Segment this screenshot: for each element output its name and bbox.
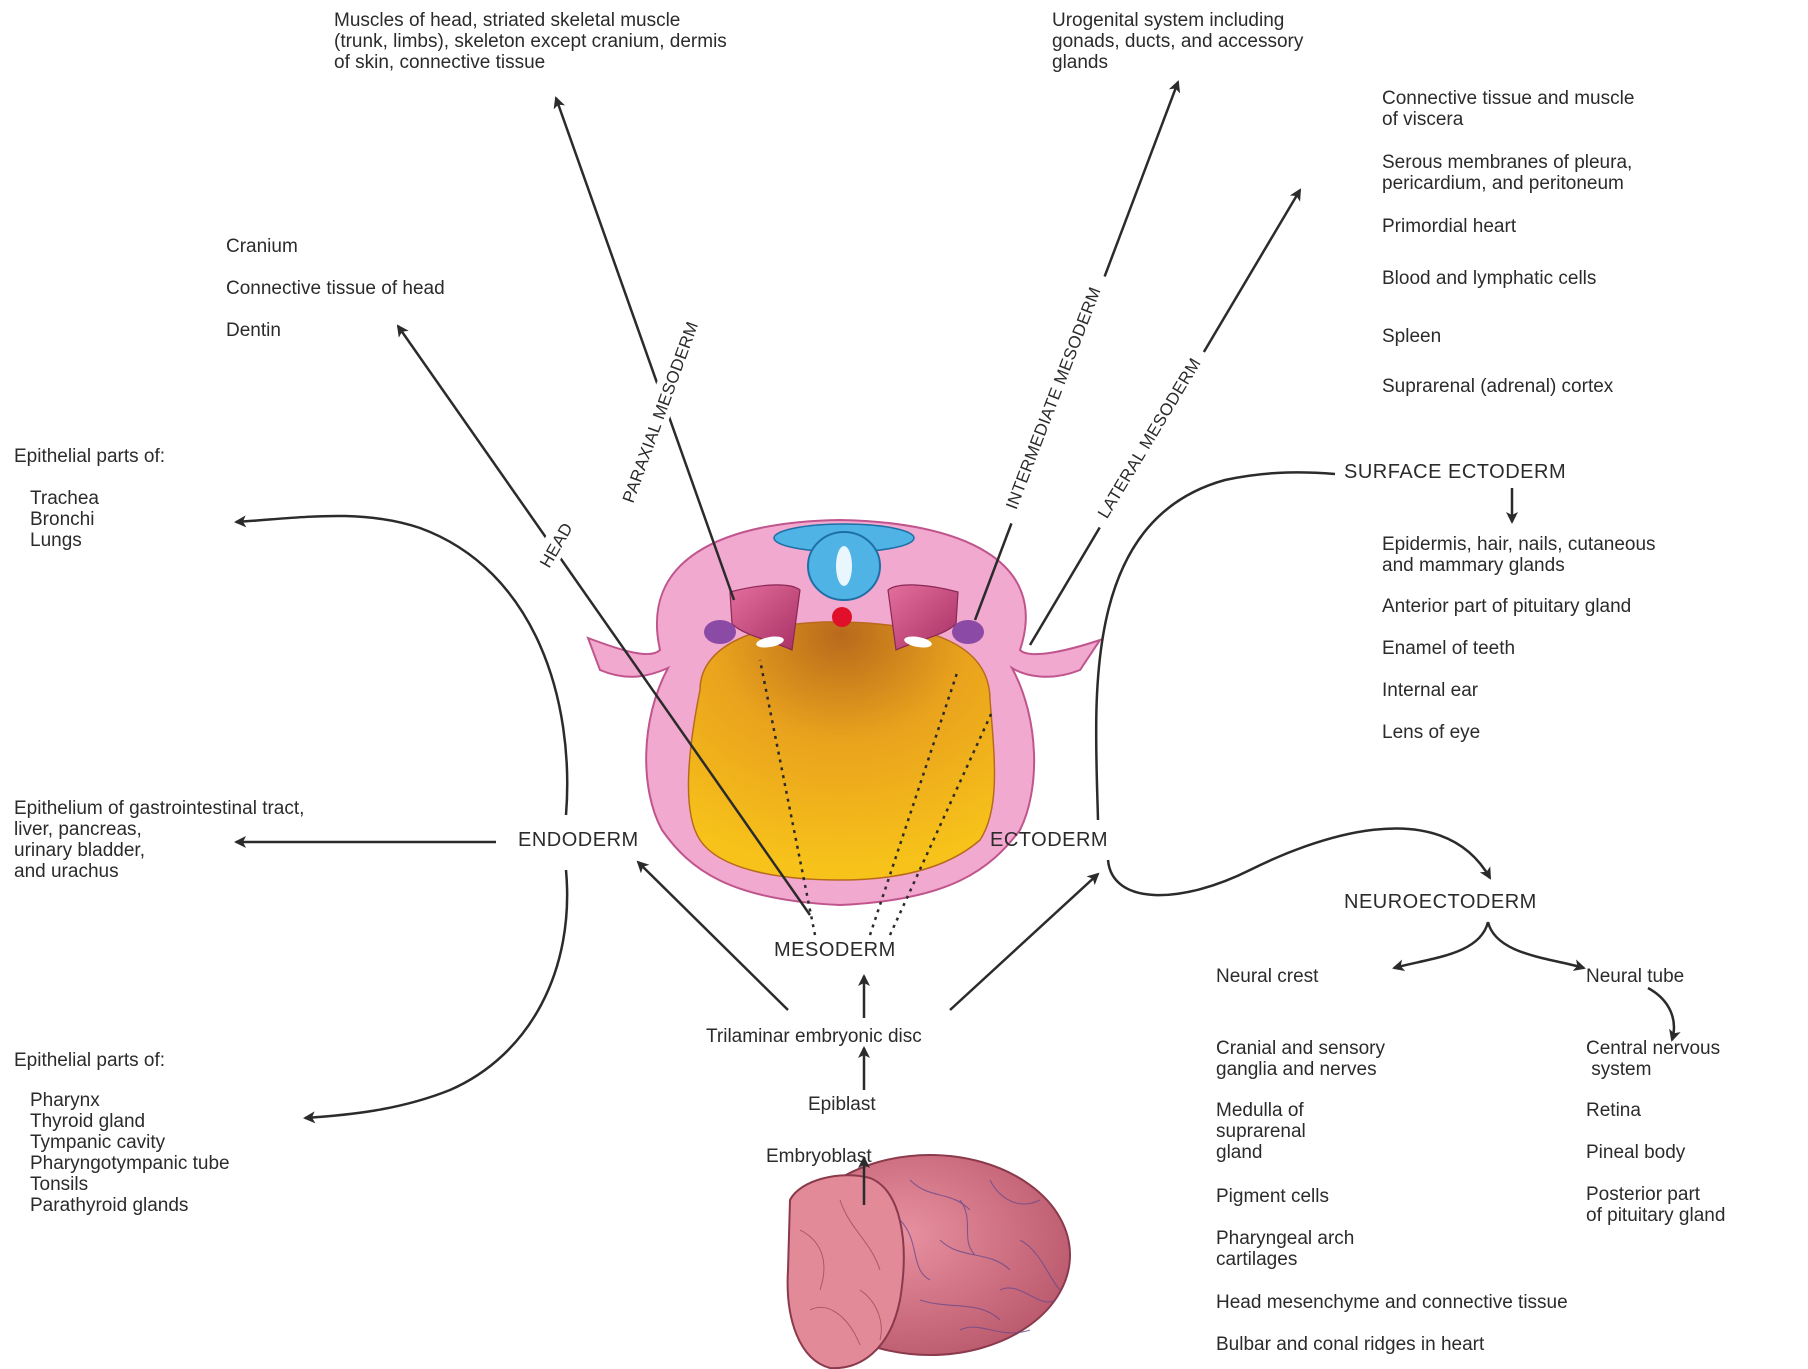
crest-derivative-5: Head mesenchyme and connective tissue xyxy=(1216,1292,1568,1313)
lateral-derivative-6: Suprarenal (adrenal) cortex xyxy=(1382,376,1613,397)
label-head-rot: HEAD xyxy=(532,516,579,573)
trilaminar-disc-label: Trilaminar embryonic disc xyxy=(706,1026,922,1047)
head-derivative-1: Cranium xyxy=(226,236,298,257)
endoderm-respiratory-heading: Epithelial parts of: xyxy=(14,446,165,467)
ectoderm-label: ECTODERM xyxy=(990,830,1108,851)
surface-derivative-5: Lens of eye xyxy=(1382,722,1480,743)
right-intermediate-mesoderm xyxy=(952,620,984,644)
tube-derivative-3: Pineal body xyxy=(1586,1142,1685,1163)
arrow-neuro-to-tube xyxy=(1488,922,1584,968)
endoderm-pharynx-heading: Epithelial parts of: xyxy=(14,1050,165,1071)
neural-tube-label: Neural tube xyxy=(1586,966,1684,987)
arrow-ectoderm-to-surface xyxy=(1096,472,1335,820)
head-derivative-3: Dentin xyxy=(226,320,281,341)
embryoblast-label: Embryoblast xyxy=(766,1146,872,1167)
endoderm-label: ENDODERM xyxy=(518,830,639,851)
tube-derivative-4: Posterior part of pituitary gland xyxy=(1586,1184,1725,1226)
endoderm-respiratory-items: Trachea Bronchi Lungs xyxy=(30,488,99,551)
epiblast-label: Epiblast xyxy=(808,1094,876,1115)
lateral-derivative-2: Serous membranes of pleura, pericardium,… xyxy=(1382,152,1632,194)
arrow-tube-to-cns xyxy=(1648,988,1674,1040)
neuroectoderm-label: NEUROECTODERM xyxy=(1344,892,1537,913)
tube-derivative-1: Central nervous system xyxy=(1586,1038,1720,1080)
head-derivative-2: Connective tissue of head xyxy=(226,278,445,299)
crest-derivative-1: Cranial and sensory ganglia and nerves xyxy=(1216,1038,1385,1080)
arrow-endoderm-to-pharynx xyxy=(305,870,567,1118)
arrow-paraxial-mesoderm xyxy=(556,98,734,600)
surface-ectoderm-label: SURFACE ECTODERM xyxy=(1344,462,1566,483)
lateral-derivative-4: Blood and lymphatic cells xyxy=(1382,268,1596,289)
lateral-derivative-3: Primordial heart xyxy=(1382,216,1516,237)
lateral-derivative-1: Connective tissue and muscle of viscera xyxy=(1382,88,1634,130)
crest-derivative-6: Bulbar and conal ridges in heart xyxy=(1216,1334,1484,1355)
arrow-neuro-to-crest xyxy=(1394,922,1488,968)
crest-derivative-4: Pharyngeal arch cartilages xyxy=(1216,1228,1354,1270)
label-lateral-rot: LATERAL MESODERM xyxy=(1085,344,1211,531)
label-intermediate-mesoderm: INTERMEDIATE MESODERM xyxy=(1002,284,1104,512)
endoderm-gi-derivatives: Epithelium of gastrointestinal tract, li… xyxy=(14,798,304,882)
yolk-sac xyxy=(688,622,994,880)
paraxial-derivatives: Muscles of head, striated skeletal muscl… xyxy=(334,10,727,73)
left-intermediate-mesoderm xyxy=(704,620,736,644)
lateral-derivative-5: Spleen xyxy=(1382,326,1441,347)
embryoblast-sphere xyxy=(788,1155,1070,1368)
arrow-disc-to-ectoderm xyxy=(950,874,1098,1010)
crest-derivative-3: Pigment cells xyxy=(1216,1186,1329,1207)
label-intermediate-rot: INTERMEDIATE MESODERM xyxy=(994,270,1111,525)
endoderm-pharynx-items: Pharynx Thyroid gland Tympanic cavity Ph… xyxy=(30,1090,230,1216)
intermediate-derivatives: Urogenital system including gonads, duct… xyxy=(1052,10,1303,73)
label-lateral-mesoderm: LATERAL MESODERM xyxy=(1094,355,1205,522)
surface-derivative-3: Enamel of teeth xyxy=(1382,638,1515,659)
tube-derivative-2: Retina xyxy=(1586,1100,1641,1121)
arrow-endoderm-to-respiratory xyxy=(236,516,567,815)
surface-derivative-4: Internal ear xyxy=(1382,680,1478,701)
crest-derivative-2: Medulla of suprarenal gland xyxy=(1216,1100,1306,1163)
arrow-ectoderm-to-neuroectoderm xyxy=(1108,828,1490,895)
neural-canal xyxy=(836,546,852,586)
surface-derivative-2: Anterior part of pituitary gland xyxy=(1382,596,1631,617)
surface-derivative-1: Epidermis, hair, nails, cutaneous and ma… xyxy=(1382,534,1656,576)
mesoderm-label: MESODERM xyxy=(774,940,896,961)
neural-crest-label: Neural crest xyxy=(1216,966,1318,987)
notochord xyxy=(832,607,852,627)
